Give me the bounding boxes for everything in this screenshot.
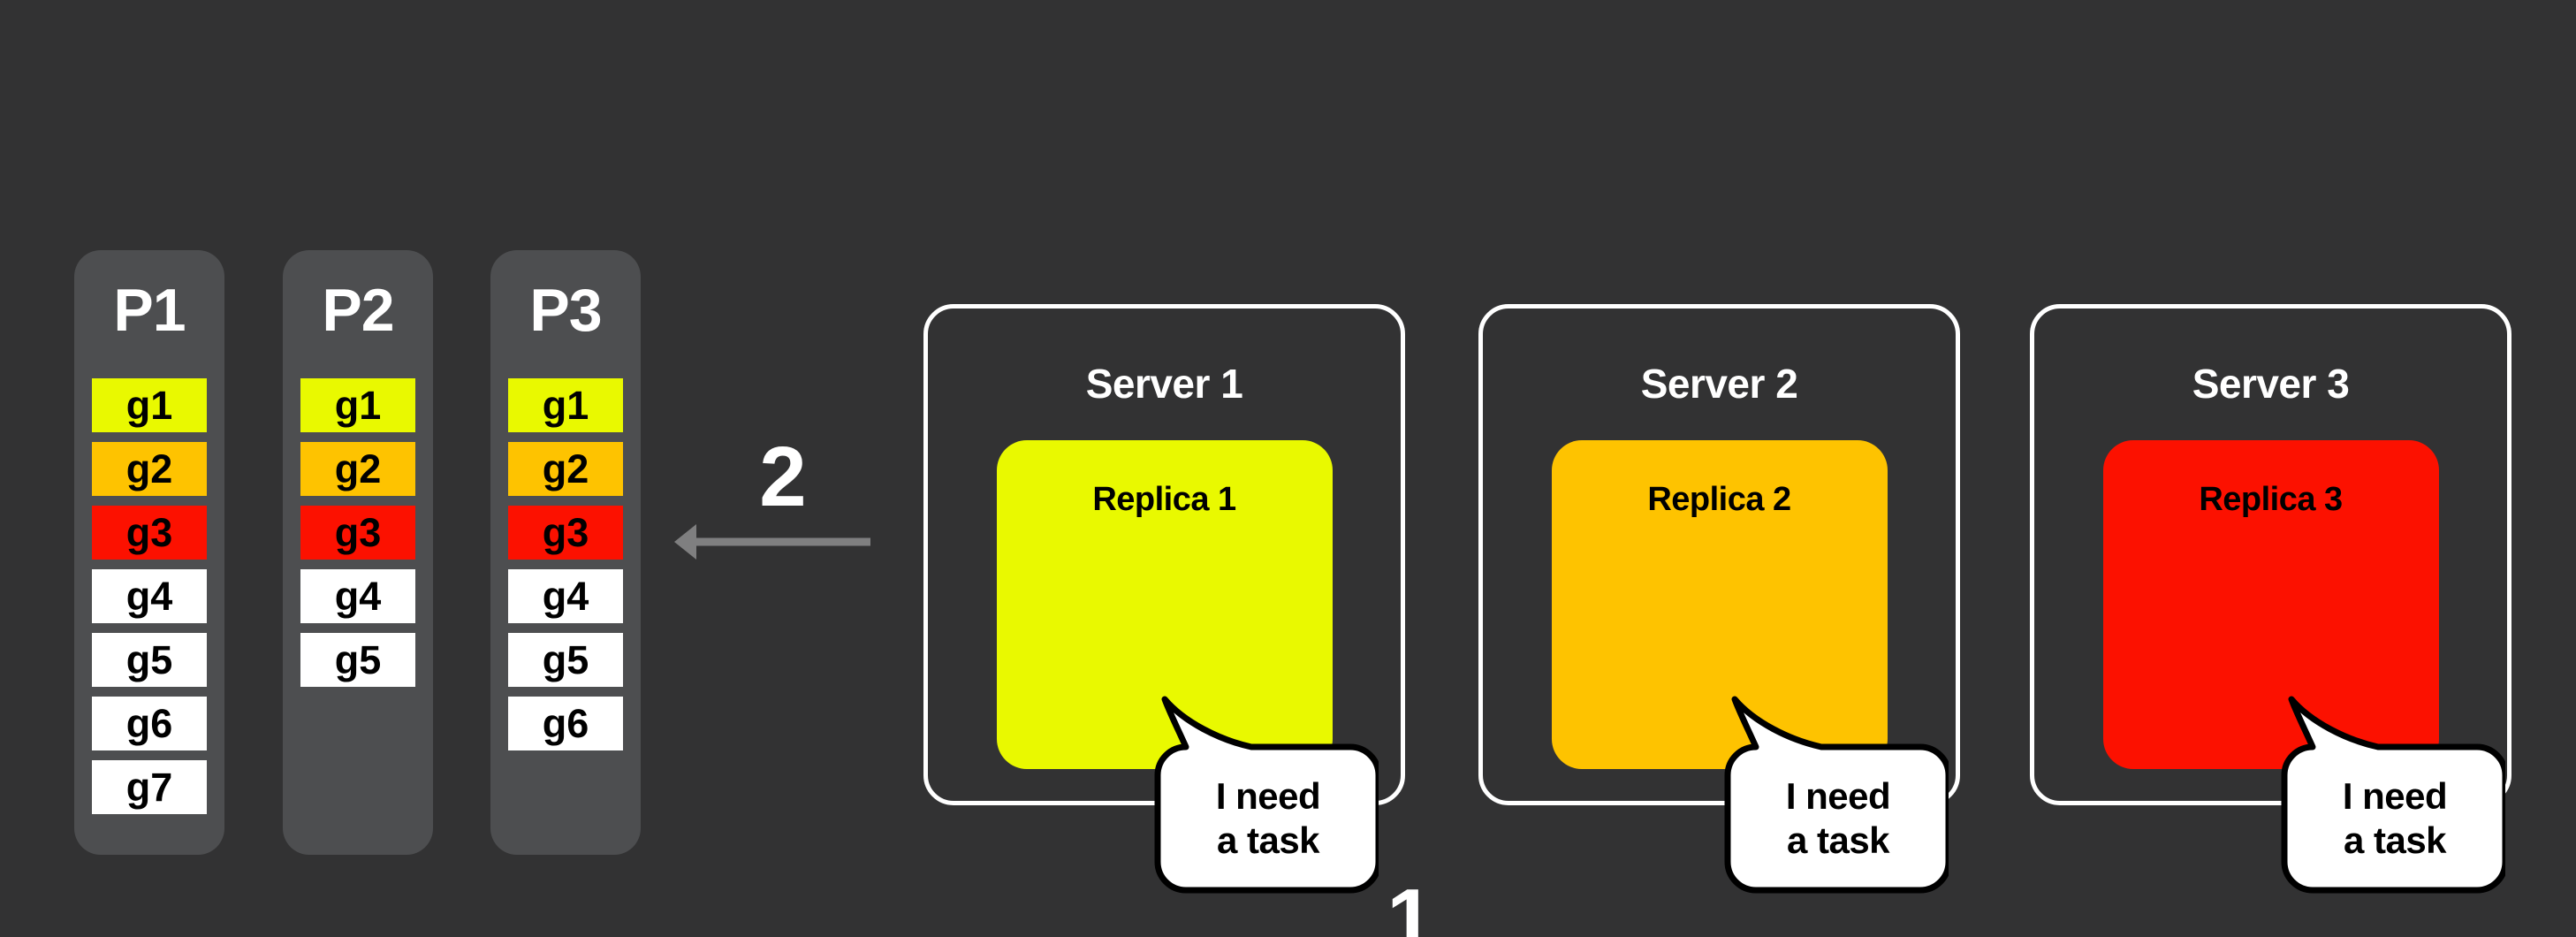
- partition-p1-title: P1: [113, 277, 186, 344]
- partition-p1: P1 g1 g2 g3 g4 g5 g6 g7: [74, 250, 224, 855]
- step-1-label: 1: [1387, 872, 1433, 937]
- group-cell-p1-g5: g5: [92, 633, 207, 687]
- partition-p3-cells: g1 g2 g3 g4 g5 g6: [490, 378, 641, 750]
- partition-p2-cells: g1 g2 g3 g4 g5: [283, 378, 433, 687]
- group-cell-p3-g1: g1: [508, 378, 623, 432]
- replica-2-label: Replica 2: [1647, 481, 1791, 518]
- group-cell-p3-g3: g3: [508, 506, 623, 560]
- group-cell-p1-g7: g7: [92, 760, 207, 814]
- speech-bubble-2-line1: I need: [1785, 775, 1891, 818]
- server-box-2: Server 2 Replica 2: [1478, 304, 1960, 805]
- speech-bubble-1-line2: a task: [1216, 819, 1320, 861]
- group-cell-p2-g5: g5: [300, 633, 415, 687]
- replica-box-1: Replica 1: [996, 440, 1333, 769]
- group-cell-p2-g2: g2: [300, 442, 415, 496]
- group-cell-p1-g3: g3: [92, 506, 207, 560]
- group-cell-p1-g1: g1: [92, 378, 207, 432]
- transfer-arrow-head: [674, 524, 696, 560]
- server-1-title: Server 1: [1085, 361, 1243, 407]
- partition-p3: P3 g1 g2 g3 g4 g5 g6: [490, 250, 641, 855]
- replica-3-label: Replica 3: [2199, 481, 2343, 518]
- group-cell-p1-g4: g4: [92, 569, 207, 623]
- speech-bubble-2-text: I need a task: [1728, 747, 1949, 890]
- speech-bubble-3-text: I need a task: [2284, 747, 2505, 890]
- speech-bubble-1-line1: I need: [1215, 775, 1321, 818]
- replica-box-3: Replica 3: [2102, 440, 2439, 769]
- server-box-1: Server 1 Replica 1: [923, 304, 1405, 805]
- partition-p2-title: P2: [322, 277, 394, 344]
- group-cell-p2-g1: g1: [300, 378, 415, 432]
- speech-bubble-1-text: I need a task: [1158, 747, 1379, 890]
- partition-p2: P2 g1 g2 g3 g4 g5: [283, 250, 433, 855]
- partition-p1-cells: g1 g2 g3 g4 g5 g6 g7: [74, 378, 224, 814]
- speech-bubble-3-line1: I need: [2342, 775, 2448, 818]
- transfer-arrow: [674, 524, 870, 560]
- replica-1-label: Replica 1: [1092, 481, 1236, 518]
- server-box-3: Server 3 Replica 3: [2030, 304, 2511, 805]
- group-cell-p3-g5: g5: [508, 633, 623, 687]
- server-2-title: Server 2: [1640, 361, 1798, 407]
- group-cell-p3-g6: g6: [508, 697, 623, 750]
- group-cell-p1-g6: g6: [92, 697, 207, 750]
- group-cell-p1-g2: g2: [92, 442, 207, 496]
- group-cell-p2-g3: g3: [300, 506, 415, 560]
- speech-bubble-2-line2: a task: [1786, 819, 1890, 861]
- step-2-label: 2: [759, 430, 806, 524]
- speech-bubble-3-line2: a task: [2343, 819, 2447, 861]
- replica-box-2: Replica 2: [1551, 440, 1888, 769]
- group-cell-p3-g4: g4: [508, 569, 623, 623]
- server-3-title: Server 3: [2192, 361, 2350, 407]
- partition-p3-title: P3: [529, 277, 602, 344]
- group-cell-p3-g2: g2: [508, 442, 623, 496]
- group-cell-p2-g4: g4: [300, 569, 415, 623]
